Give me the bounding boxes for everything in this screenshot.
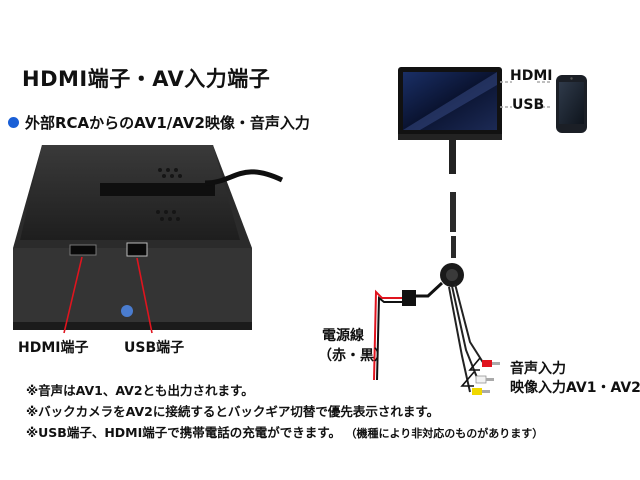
main-cable (440, 140, 464, 287)
bullet-icon (8, 117, 19, 128)
video-input-label: 映像入力AV1・AV2 (510, 380, 640, 396)
monitor-front-photo (398, 67, 502, 140)
power-line-label: 電源線 (322, 328, 364, 344)
power-line-colors-label: （赤・黒） (318, 348, 388, 364)
usb-leader-line (136, 257, 153, 334)
monitor-usb-label: USB (512, 97, 545, 113)
subtitle: 外部RCAからのAV1/AV2映像・音声入力 (8, 112, 310, 133)
note-2-text: ※バックカメラをAV2に接続するとバックギア切替で優先表示されます。 (26, 404, 440, 419)
page-title: HDMI端子・AV入力端子 (22, 67, 271, 91)
rca-plug-red (482, 360, 500, 367)
hdmi-leader-line (63, 256, 83, 334)
hdmi-port-label: HDMI端子 (18, 340, 89, 356)
subtitle-text: 外部RCAからのAV1/AV2映像・音声入力 (25, 114, 310, 132)
power-cable (373, 281, 444, 381)
rca-plug-yellow (472, 388, 490, 395)
smartphone-photo (556, 75, 587, 133)
note-3-text: ※USB端子、HDMI端子で携帯電話の充電ができます。 (26, 425, 342, 440)
monitor-hdmi-label: HDMI (510, 68, 553, 84)
note-2: ※バックカメラをAV2に接続するとバックギア切替で優先表示されます。 (26, 401, 439, 420)
note-1: ※音声はAV1、AV2とも出力されます。 (26, 380, 254, 399)
audio-input-label: 音声入力 (510, 361, 566, 377)
monitor-rear-photo (13, 145, 284, 330)
note-3: ※USB端子、HDMI端子で携帯電話の充電ができます。 （機種により非対応のものが… (26, 422, 543, 441)
note-3-aside: （機種により非対応のものがあります） (351, 427, 544, 440)
note-1-text: ※音声はAV1、AV2とも出力されます。 (26, 383, 254, 398)
rca-plug-white (475, 375, 494, 384)
usb-port-label: USB端子 (124, 340, 185, 356)
arrows (460, 357, 481, 387)
